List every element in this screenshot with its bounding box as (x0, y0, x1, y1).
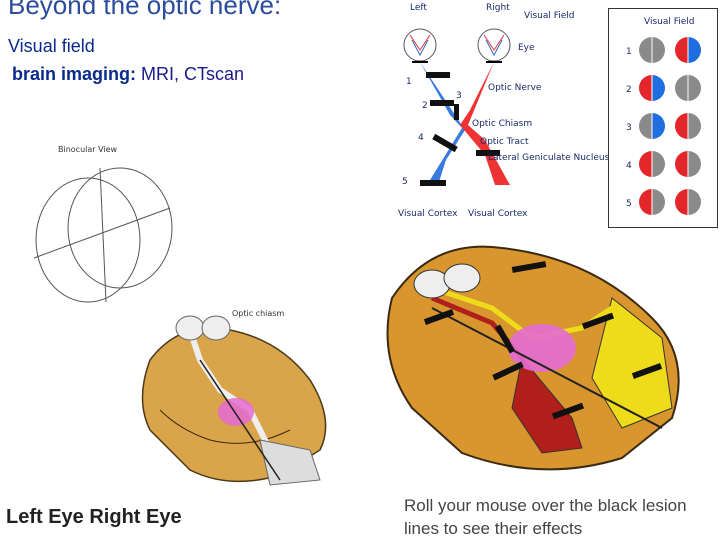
imaging-value: MRI, CTscan (141, 64, 245, 84)
lesion-bar-4[interactable] (432, 133, 458, 153)
field-row-number: 2 (626, 85, 632, 95)
brain-lesion-bar-4[interactable] (492, 361, 524, 381)
lesion-bar-5[interactable] (420, 180, 446, 186)
field-circle-right (675, 75, 701, 101)
page-title: Beyond the optic nerve: (8, 0, 282, 20)
brain-lesion-bar-1[interactable] (511, 261, 547, 273)
imaging-label: brain imaging: (12, 64, 137, 84)
left-brain-illustration: Optic chiasm (141, 309, 327, 486)
binocular-view-label: Binocular View (58, 145, 118, 154)
field-circle-left (639, 189, 665, 215)
right-cortex-label: Visual Cortex (468, 209, 528, 219)
eye-label: Eye (518, 43, 535, 53)
binocular-view-diagram: Binocular View (33, 145, 173, 303)
brain-lesion-bar-6[interactable] (581, 312, 615, 330)
lesion-bar-tract[interactable] (476, 150, 500, 156)
field-circle-right (675, 37, 701, 63)
right-label: Right (486, 3, 510, 13)
brain-lesion-bar-3[interactable] (494, 324, 516, 354)
field-circle-left (639, 151, 665, 177)
visual-field-label: Visual Field (524, 11, 575, 21)
lesion-bar-1[interactable] (426, 72, 450, 78)
left-label: Left (410, 3, 427, 13)
lesion-number-2: 2 (422, 101, 428, 111)
left-cortex-label: Visual Cortex (398, 209, 458, 219)
left-nerve-path (420, 62, 465, 185)
right-eye-icon (477, 28, 511, 62)
field-circle-right (675, 151, 701, 177)
field-row-number: 3 (626, 123, 632, 133)
lesion-number-3: 3 (456, 91, 462, 101)
field-row-number: 4 (626, 161, 632, 171)
brain-lesion-bar-7[interactable] (631, 363, 663, 379)
field-circle-left (639, 113, 665, 139)
subtitle-visual-field: Visual field (8, 36, 95, 56)
field-row-number: 5 (626, 199, 632, 209)
subtitle-brain-imaging: brain imaging: MRI, CTscan (12, 64, 244, 85)
lesion-number-4: 4 (418, 133, 424, 143)
left-eye-icon (403, 28, 437, 62)
right-brain-illustration (386, 245, 680, 471)
optic-tract-label: Optic Tract (480, 137, 529, 147)
field-circle-right (675, 113, 701, 139)
eye-labels: Left Eye Right Eye (6, 506, 182, 528)
brain-lesion-bar-2[interactable] (423, 309, 455, 325)
field-circle-left (639, 75, 665, 101)
lesion-bar-2[interactable] (430, 100, 454, 106)
optic-chiasm-callout: Optic chiasm (232, 309, 284, 318)
visual-pathway-diagram: Left Right Visual Field Eye 1 2 3 4 5 Op… (390, 0, 610, 225)
field-circle-right (675, 189, 701, 215)
visual-field-table: Visual Field 1 2 3 4 5 (608, 8, 718, 228)
optic-chiasm-label: Optic Chiasm (472, 119, 532, 129)
lesion-bar-3[interactable] (454, 104, 459, 120)
brain-lesion-bar-5[interactable] (551, 402, 585, 420)
optic-nerve-label: Optic Nerve (488, 83, 542, 93)
instruction-caption: Roll your mouse over the black lesion li… (404, 496, 687, 538)
field-circle-left (639, 37, 665, 63)
visual-field-table-header: Visual Field (644, 17, 695, 27)
lgn-label: Lateral Geniculate Nucleus (488, 153, 610, 163)
field-row-number: 1 (626, 47, 632, 57)
lesion-number-1: 1 (406, 77, 412, 87)
lesion-number-5: 5 (402, 177, 408, 187)
